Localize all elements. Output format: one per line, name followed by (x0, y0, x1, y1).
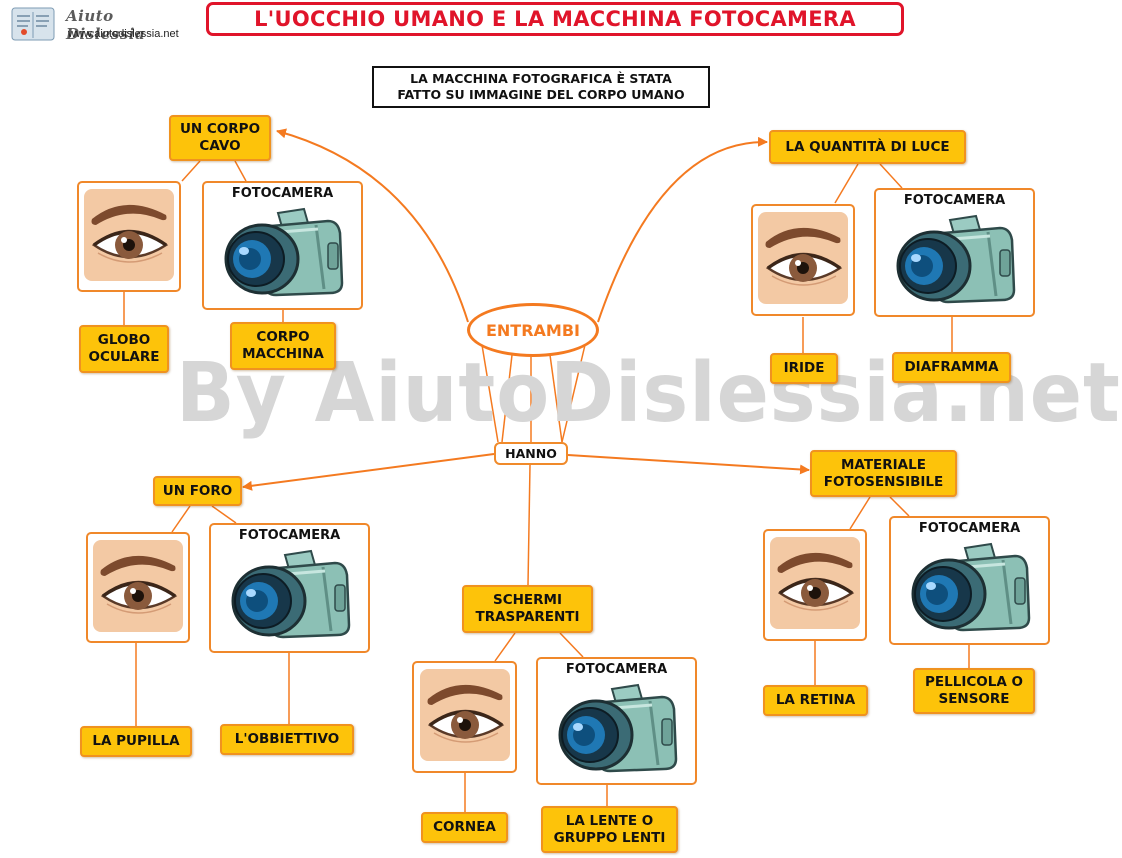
label-obbiettivo: L'OBBIETTIVO (220, 724, 354, 755)
camera-icon (220, 203, 346, 305)
hanno-node: HANNO (494, 442, 568, 465)
label-la-pupilla: LA PUPILLA (80, 726, 192, 757)
logo-url: www.aiutodislessia.net (68, 28, 179, 40)
intro-box: LA MACCHINA FOTOGRAFICA È STATA FATTO SU… (372, 66, 710, 108)
label-la-retina: LA RETINA (763, 685, 868, 716)
camera-title: FOTOCAMERA (231, 186, 334, 201)
label-iride: IRIDE (770, 353, 838, 384)
label-materiale-fotosensibile: MATERIALE FOTOSENSIBILE (810, 450, 957, 497)
label-corpo-cavo: UN CORPO CAVO (169, 115, 271, 161)
eye-icon (758, 212, 848, 308)
logo-text: Aiuto Dislessia (66, 7, 146, 43)
camera-title: FOTOCAMERA (918, 521, 1021, 536)
camera-card-materiale: FOTOCAMERA (889, 516, 1050, 645)
camera-card-luce: FOTOCAMERA (874, 188, 1035, 317)
camera-icon (907, 538, 1033, 640)
camera-title: FOTOCAMERA (238, 528, 341, 543)
label-corpo-macchina: CORPO MACCHINA (230, 322, 336, 370)
camera-card-foro: FOTOCAMERA (209, 523, 370, 653)
eye-icon (84, 188, 174, 285)
arrow-to-un-foro (242, 453, 495, 491)
camera-card-schermi: FOTOCAMERA (536, 657, 697, 785)
aiutodislessia-logo: Aiuto Dislessia www.aiutodislessia.net (10, 4, 182, 46)
label-schermi-trasparenti: SCHERMI TRASPARENTI (462, 585, 593, 633)
eye-image-schermi (412, 661, 517, 773)
arrow-to-quantita-luce (597, 136, 768, 323)
camera-icon (892, 210, 1018, 312)
label-diaframma: DIAFRAMMA (892, 352, 1011, 383)
camera-card-corpo: FOTOCAMERA (202, 181, 363, 310)
label-pellicola-sensore: PELLICOLA O SENSORE (913, 668, 1035, 714)
eye-image-luce (751, 204, 855, 316)
label-cornea: CORNEA (421, 812, 508, 843)
page-title: L'UOCCHIO UMANO E LA MACCHINA FOTOCAMERA (206, 2, 904, 36)
book-icon (11, 7, 55, 41)
eye-icon (770, 537, 860, 633)
label-lente-gruppo-lenti: LA LENTE O GRUPPO LENTI (541, 806, 678, 853)
label-un-foro: UN FORO (153, 476, 242, 506)
eye-image-corpo (77, 181, 181, 292)
camera-icon (554, 679, 680, 781)
eye-icon (419, 669, 510, 765)
label-quantita-luce: LA QUANTITÀ DI LUCE (769, 130, 966, 164)
eye-image-materiale (763, 529, 867, 641)
center-node: ENTRAMBI (467, 303, 599, 357)
label-globo-oculare: GLOBO OCULARE (79, 325, 169, 373)
arrow-to-corpo-cavo (276, 128, 469, 323)
arrow-to-materiale (567, 454, 810, 475)
camera-title: FOTOCAMERA (903, 193, 1006, 208)
camera-title: FOTOCAMERA (565, 662, 668, 677)
eye-icon (93, 539, 183, 636)
eye-image-foro (86, 532, 190, 643)
camera-icon (227, 545, 353, 647)
